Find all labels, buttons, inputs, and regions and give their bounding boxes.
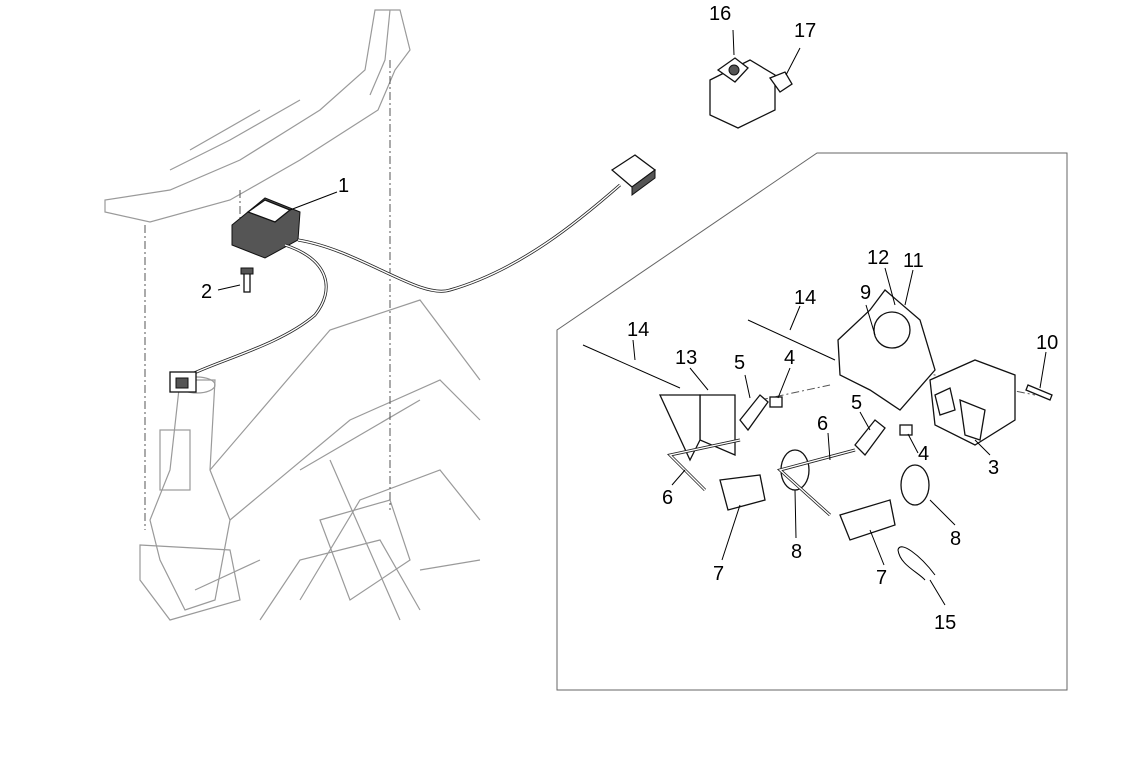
callout-1: 1 xyxy=(338,175,349,197)
callout-12: 12 xyxy=(867,247,889,269)
screw xyxy=(240,267,254,293)
leader-lines xyxy=(217,29,1047,606)
callout-7: 7 xyxy=(713,563,724,585)
bracket xyxy=(658,289,936,462)
ignition-coil xyxy=(929,359,1016,446)
callout-10: 10 xyxy=(1036,332,1058,354)
detail-box xyxy=(556,152,1068,691)
callout-5: 5 xyxy=(734,352,745,374)
regulator-cable-long xyxy=(297,183,621,293)
callout-8b: 8 xyxy=(950,528,961,550)
callout-4b: 4 xyxy=(918,443,929,465)
callout-2: 2 xyxy=(201,281,212,303)
callout-13: 13 xyxy=(675,347,697,369)
callout-17: 17 xyxy=(794,20,816,42)
callout-9: 9 xyxy=(860,282,871,304)
scooter-frame xyxy=(104,9,481,621)
callout-7b: 7 xyxy=(876,567,887,589)
alignment-line xyxy=(144,60,391,530)
callout-4: 4 xyxy=(784,347,795,369)
callout-3: 3 xyxy=(988,457,999,479)
callout-8: 8 xyxy=(791,541,802,563)
cdi-unit xyxy=(709,57,793,129)
hv-lead xyxy=(666,438,856,517)
spark-plug-caps xyxy=(719,394,930,541)
bolt xyxy=(1025,384,1053,401)
voltage-regulator xyxy=(231,197,301,259)
callout-15: 15 xyxy=(934,612,956,634)
callout-11: 11 xyxy=(903,250,924,272)
regulator-cable-short xyxy=(189,243,328,377)
callout-16: 16 xyxy=(709,3,731,25)
callout-14: 14 xyxy=(627,319,649,341)
callout-14b: 14 xyxy=(794,287,816,309)
callout-6: 6 xyxy=(817,413,828,435)
connector xyxy=(169,154,657,393)
clip-ring xyxy=(897,546,936,581)
callout-6b: 6 xyxy=(662,487,673,509)
callout-5b: 5 xyxy=(851,392,862,414)
wire-clip xyxy=(582,319,836,389)
